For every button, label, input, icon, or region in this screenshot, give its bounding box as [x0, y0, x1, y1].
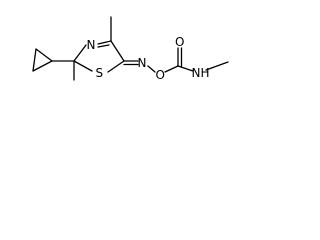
- bond-carbamoyl-nh: [177, 65, 194, 72]
- bond-oxime-n-o: [147, 65, 156, 73]
- amide-nh-label: NH: [192, 66, 210, 80]
- atom-labels: N S N O O NH: [87, 35, 210, 82]
- carbonyl-oxygen-label: O: [175, 35, 184, 49]
- bond-nh-methyl: [205, 61, 229, 71]
- thiazoline-ring: [73, 40, 125, 73]
- ring-bond-s1-c2: [73, 60, 93, 72]
- substituent-bonds: [51, 16, 229, 81]
- ring-bond-n3-c4: [97, 40, 112, 45]
- oxime-oxygen-label: O: [156, 68, 165, 82]
- oxime-nitrogen-label: N: [138, 56, 147, 70]
- cyclopropyl-bond-3: [32, 48, 37, 72]
- cyclopropyl-bond-1: [35, 48, 53, 62]
- ring-bond-c5-s1: [107, 60, 125, 73]
- ring-bond-c2-n3: [73, 44, 87, 62]
- chemical-structure: N S N O O NH: [32, 16, 229, 82]
- ring-bond-c4-c5: [110, 40, 125, 62]
- ring-sulfur-label: S: [96, 66, 104, 80]
- bond-o-carbamoyl: [164, 65, 179, 73]
- ring-bond-n3-c4-double: [97, 44, 110, 48]
- cyclopropyl-bond-2: [32, 60, 53, 72]
- ring-nitrogen-label: N: [87, 38, 96, 52]
- cyclopropyl-ring: [32, 48, 53, 72]
